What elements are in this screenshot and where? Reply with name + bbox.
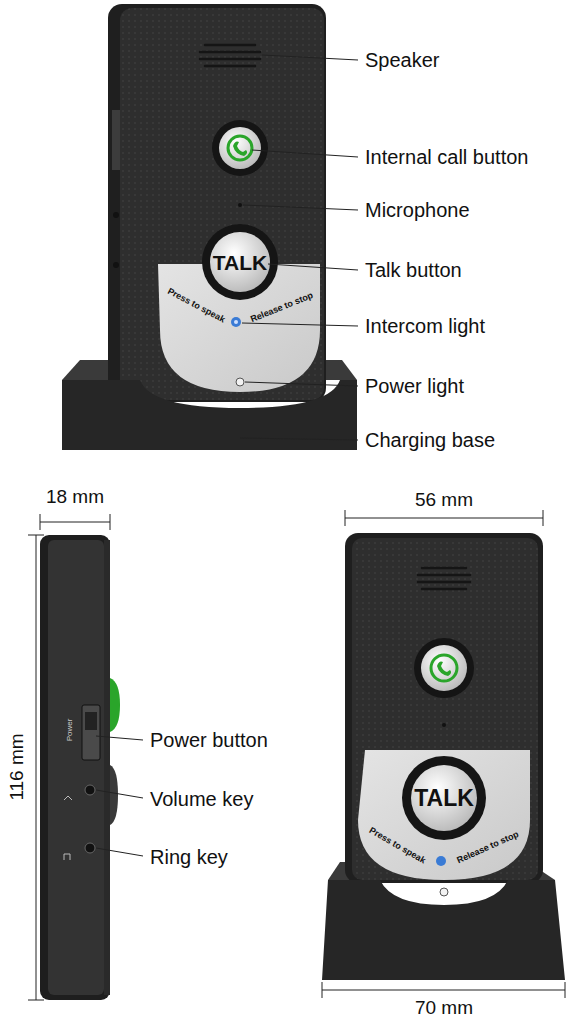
part-label: Talk button (365, 259, 462, 281)
button-text: TALK (414, 786, 474, 811)
control-text: Power (66, 719, 75, 742)
button-text: TALK (213, 251, 267, 274)
dimension-label: 18 mm (46, 487, 104, 508)
device-face (120, 8, 324, 400)
device-body (108, 4, 326, 402)
part-label: Internal call button (365, 146, 528, 168)
dimension-label: 56 mm (415, 490, 473, 511)
part-label: Volume key (150, 788, 253, 810)
part-label: Microphone (365, 199, 470, 221)
side-view (40, 535, 110, 1000)
part-label: Power light (365, 375, 464, 397)
part-label: Intercom light (365, 315, 485, 337)
dimension-label: 70 mm (415, 998, 473, 1019)
part-label: Power button (150, 729, 268, 751)
part-label: Ring key (150, 846, 228, 868)
front-view (345, 533, 543, 883)
dimension-label: 116 mm (7, 730, 28, 803)
part-label: Charging base (365, 429, 495, 451)
part-label: Speaker (365, 49, 440, 71)
charging-base (62, 380, 357, 450)
